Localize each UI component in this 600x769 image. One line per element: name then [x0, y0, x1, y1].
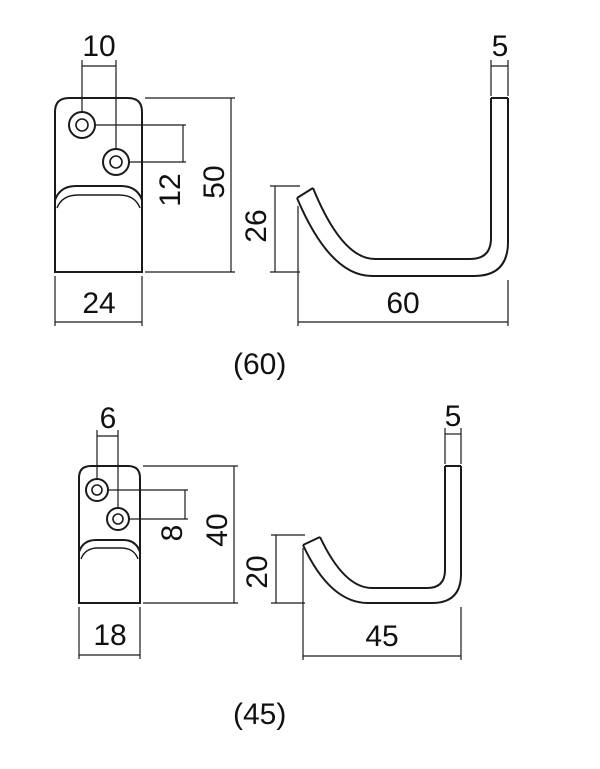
dim-depth [297, 206, 509, 326]
screw-hole-lower-inner [112, 513, 124, 525]
dim-height [143, 465, 238, 604]
caption-variant-45: (45) [233, 698, 287, 731]
hook-outer-edge [296, 98, 509, 277]
mounting-plate-front-view [54, 97, 143, 273]
dim-wire [490, 60, 509, 96]
label-hook-height: 26 [240, 209, 273, 242]
dim-height [145, 97, 235, 273]
variant-60-labels: 10 12 50 24 5 26 60 [82, 30, 508, 320]
hook-tip-cap [302, 536, 321, 546]
label-hole-offset-h: 6 [100, 402, 117, 435]
dim-hook-height [270, 185, 300, 273]
plate-bend-line [54, 185, 143, 201]
label-width: 24 [82, 287, 115, 320]
screw-hole-lower [102, 148, 130, 176]
dim-depth [302, 548, 462, 660]
dim-hole-offset-h [96, 430, 119, 508]
mounting-plate-front-view [78, 465, 141, 604]
label-height: 50 [198, 165, 231, 198]
hook-inner-edge [319, 466, 446, 589]
hook-inner-edge [312, 98, 492, 260]
label-wire: 5 [492, 30, 509, 63]
label-depth: 45 [365, 620, 398, 653]
variant-60 [54, 60, 509, 326]
plate-bend-line-2 [80, 547, 139, 560]
label-wire: 5 [445, 400, 462, 433]
label-height: 40 [201, 513, 234, 546]
dim-wire [444, 428, 462, 464]
variant-45 [78, 428, 462, 660]
label-hook-height: 20 [241, 555, 274, 588]
hook-side-view [296, 97, 509, 277]
plate-outline [78, 465, 141, 604]
hook-side-view [302, 465, 462, 604]
label-width: 18 [93, 619, 126, 652]
hook-tip-cap [296, 187, 314, 199]
caption-variant-60: (60) [233, 348, 287, 381]
label-depth: 60 [386, 287, 419, 320]
screw-hole-upper-inner [91, 484, 103, 496]
variant-45-labels: 6 8 40 18 5 20 45 [93, 400, 461, 653]
label-hole-offset-v: 12 [154, 173, 187, 206]
dim-width [54, 276, 143, 326]
plate-outline [54, 97, 143, 273]
dim-hook-height [271, 534, 305, 604]
screw-hole-lower [106, 507, 130, 531]
hook-outer-edge [302, 466, 462, 604]
plate-bend-line-2 [56, 194, 141, 209]
screw-hole-upper-inner [75, 118, 89, 132]
screw-hole-lower-inner [109, 155, 123, 169]
plate-bend-line [78, 539, 141, 553]
screw-hole-upper [68, 111, 96, 139]
label-hole-offset-v: 8 [156, 525, 189, 542]
dim-hole-offset-v [95, 124, 186, 163]
screw-hole-upper [85, 478, 109, 502]
dim-hole-offset-h [81, 60, 117, 150]
label-hole-offset-h: 10 [82, 30, 115, 63]
dim-hole-offset-v [108, 489, 188, 520]
dim-width [78, 607, 141, 659]
